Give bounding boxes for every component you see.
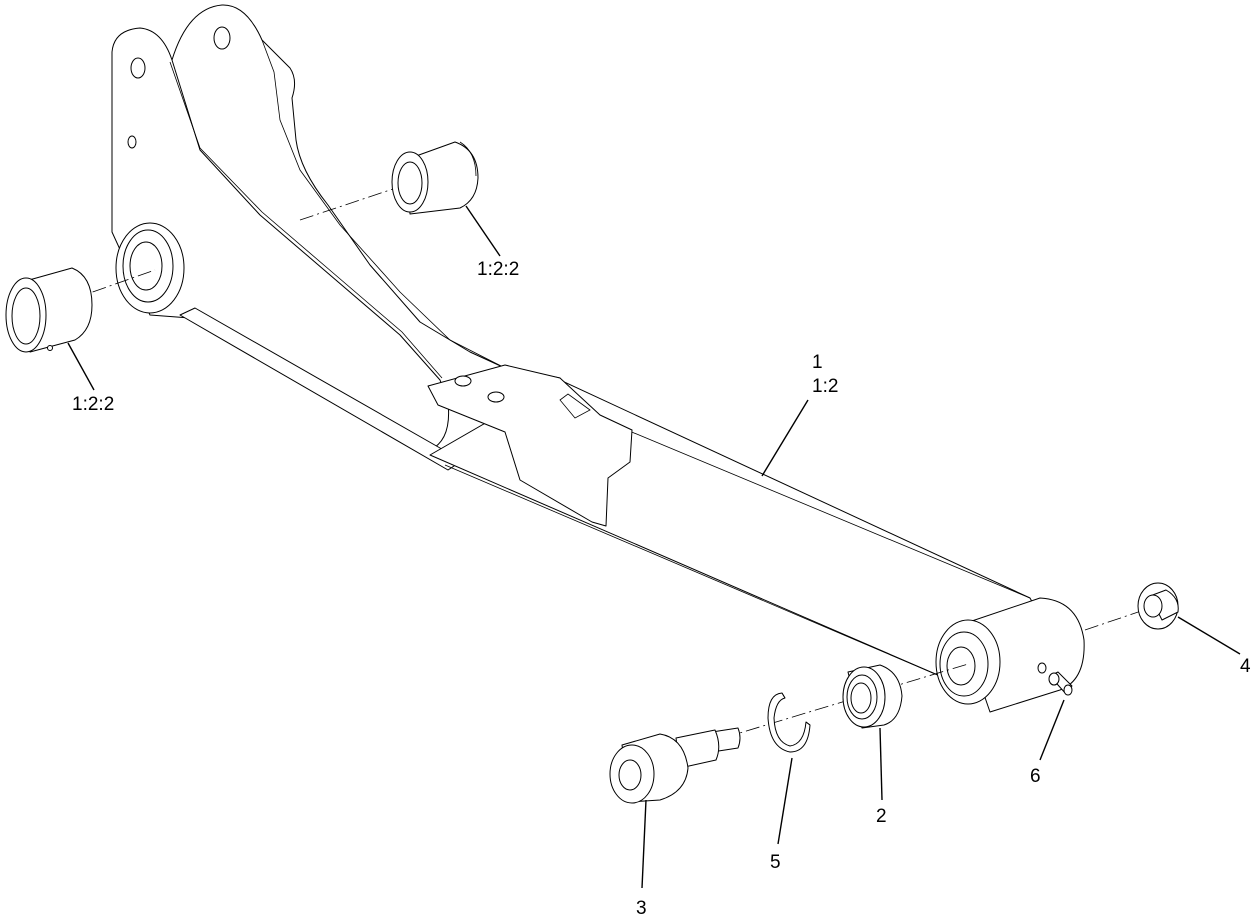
arm-hole-upper-front [130, 57, 146, 79]
leader-ring-5 [777, 757, 793, 845]
arm-front-flange-edge [169, 61, 443, 379]
callout-flange-4: 4 [1240, 656, 1251, 677]
pivot-arm [111, 4, 1085, 713]
callout-bushing-2: 2 [876, 806, 887, 827]
callout-ring-5: 5 [770, 852, 781, 873]
leader-bushing-left [67, 342, 95, 391]
arm-mount-bracket [427, 364, 633, 527]
pin-3 [609, 727, 741, 804]
arm-bracket-notch [559, 393, 591, 419]
callout-arm-item: 1 [812, 352, 823, 373]
bracket-hole-b [487, 391, 505, 403]
leader-bushing-upper [465, 205, 501, 257]
arm-rear-flange-edge [261, 39, 506, 369]
arm-tube-bottom-edge [444, 464, 941, 677]
arm-tube-top-edge [614, 424, 1031, 599]
bracket-hole-a [454, 375, 472, 387]
bushing-2 [842, 664, 903, 729]
leader-flange-4 [1177, 616, 1241, 655]
arm-hole-upper-rear [213, 26, 231, 50]
callout-fitting-6: 6 [1030, 766, 1041, 787]
bushing-left [5, 267, 93, 353]
leader-arm [761, 399, 809, 477]
arm-rear-plate [171, 4, 561, 401]
centerline-lower-assembly [699, 663, 969, 746]
leader-bushing-2 [879, 727, 883, 801]
callout-bushing-left: 1:2:2 [72, 394, 114, 415]
leader-fitting-6 [1039, 699, 1065, 761]
callout-arm-sub: 1:2 [812, 376, 838, 397]
callout-pin-3: 3 [636, 898, 647, 919]
arm-left-boss-bore [129, 241, 163, 291]
grease-fitting-6 [1048, 671, 1073, 696]
bushing-upper [391, 141, 479, 215]
centerline-left-bushing [69, 269, 156, 301]
leader-pin-3 [641, 799, 647, 889]
arm-hole-small [127, 135, 137, 149]
retaining-ring-5 [767, 692, 811, 753]
callout-bushing-upper: 1:2:2 [477, 259, 519, 280]
arm-end-grease-port [1037, 662, 1047, 674]
flange-nut-4 [1137, 582, 1179, 630]
